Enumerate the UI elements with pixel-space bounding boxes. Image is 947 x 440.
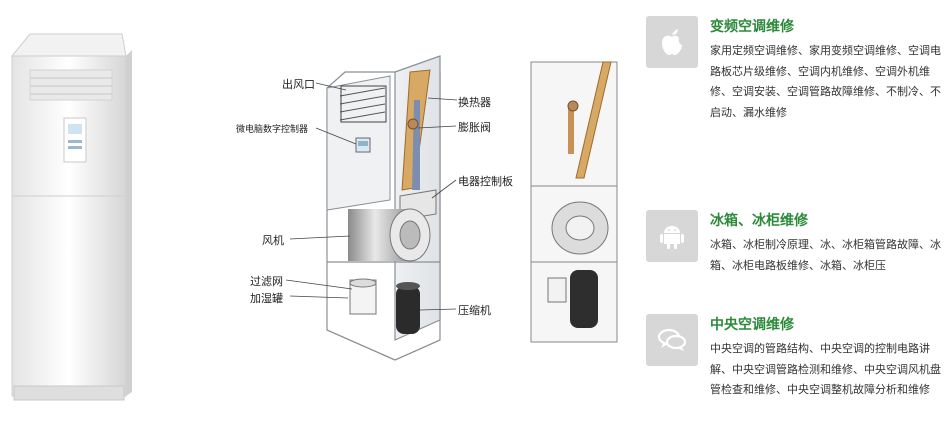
- cabinet-side-section: [530, 61, 618, 343]
- ac-diagram-graphic: [10, 33, 618, 401]
- leader-lines: [285, 82, 458, 311]
- label-heat-exchanger: 换热器: [458, 96, 491, 109]
- label-fan: 风机: [262, 234, 284, 247]
- service-title: 变频空调维修: [710, 19, 794, 35]
- service-title: 中央空调维修: [710, 317, 794, 333]
- label-filter: 过滤网: [250, 275, 283, 288]
- android-icon: [646, 210, 698, 262]
- service-description: 中央空调的管路结构、中央空调的控制电路讲解、中央空调管路检测和维修、中央空调风机…: [710, 342, 941, 396]
- label-controller: 微电脑数字控制器: [236, 125, 309, 135]
- floor-ac-unit: [10, 33, 132, 401]
- label-humidifier: 加湿罐: [250, 292, 283, 305]
- product-illustration: 出风口 微电脑数字控制器 风机 过滤网 加湿罐 换热器 膨胀阀 电器控制板 压缩…: [10, 33, 618, 401]
- chat-bubbles-icon: [646, 314, 698, 366]
- service-description: 冰箱、冰柜制冷原理、冰、冰柜箱管路故障、冰箱、冰柜电路板维修、冰箱、冰柜压: [710, 238, 941, 272]
- service-description: 家用定频空调维修、家用变频空调维修、空调电路板芯片级维修、空调内机维修、空调外机…: [710, 44, 941, 119]
- service-title: 冰箱、冰柜维修: [710, 213, 808, 229]
- label-outlet: 出风口: [282, 78, 315, 91]
- label-control-board: 电器控制板: [458, 175, 513, 188]
- label-expansion-valve: 膨胀阀: [458, 121, 491, 134]
- apple-icon: [646, 16, 698, 68]
- label-compressor: 压缩机: [458, 304, 491, 317]
- cabinet-cutaway: [326, 55, 441, 361]
